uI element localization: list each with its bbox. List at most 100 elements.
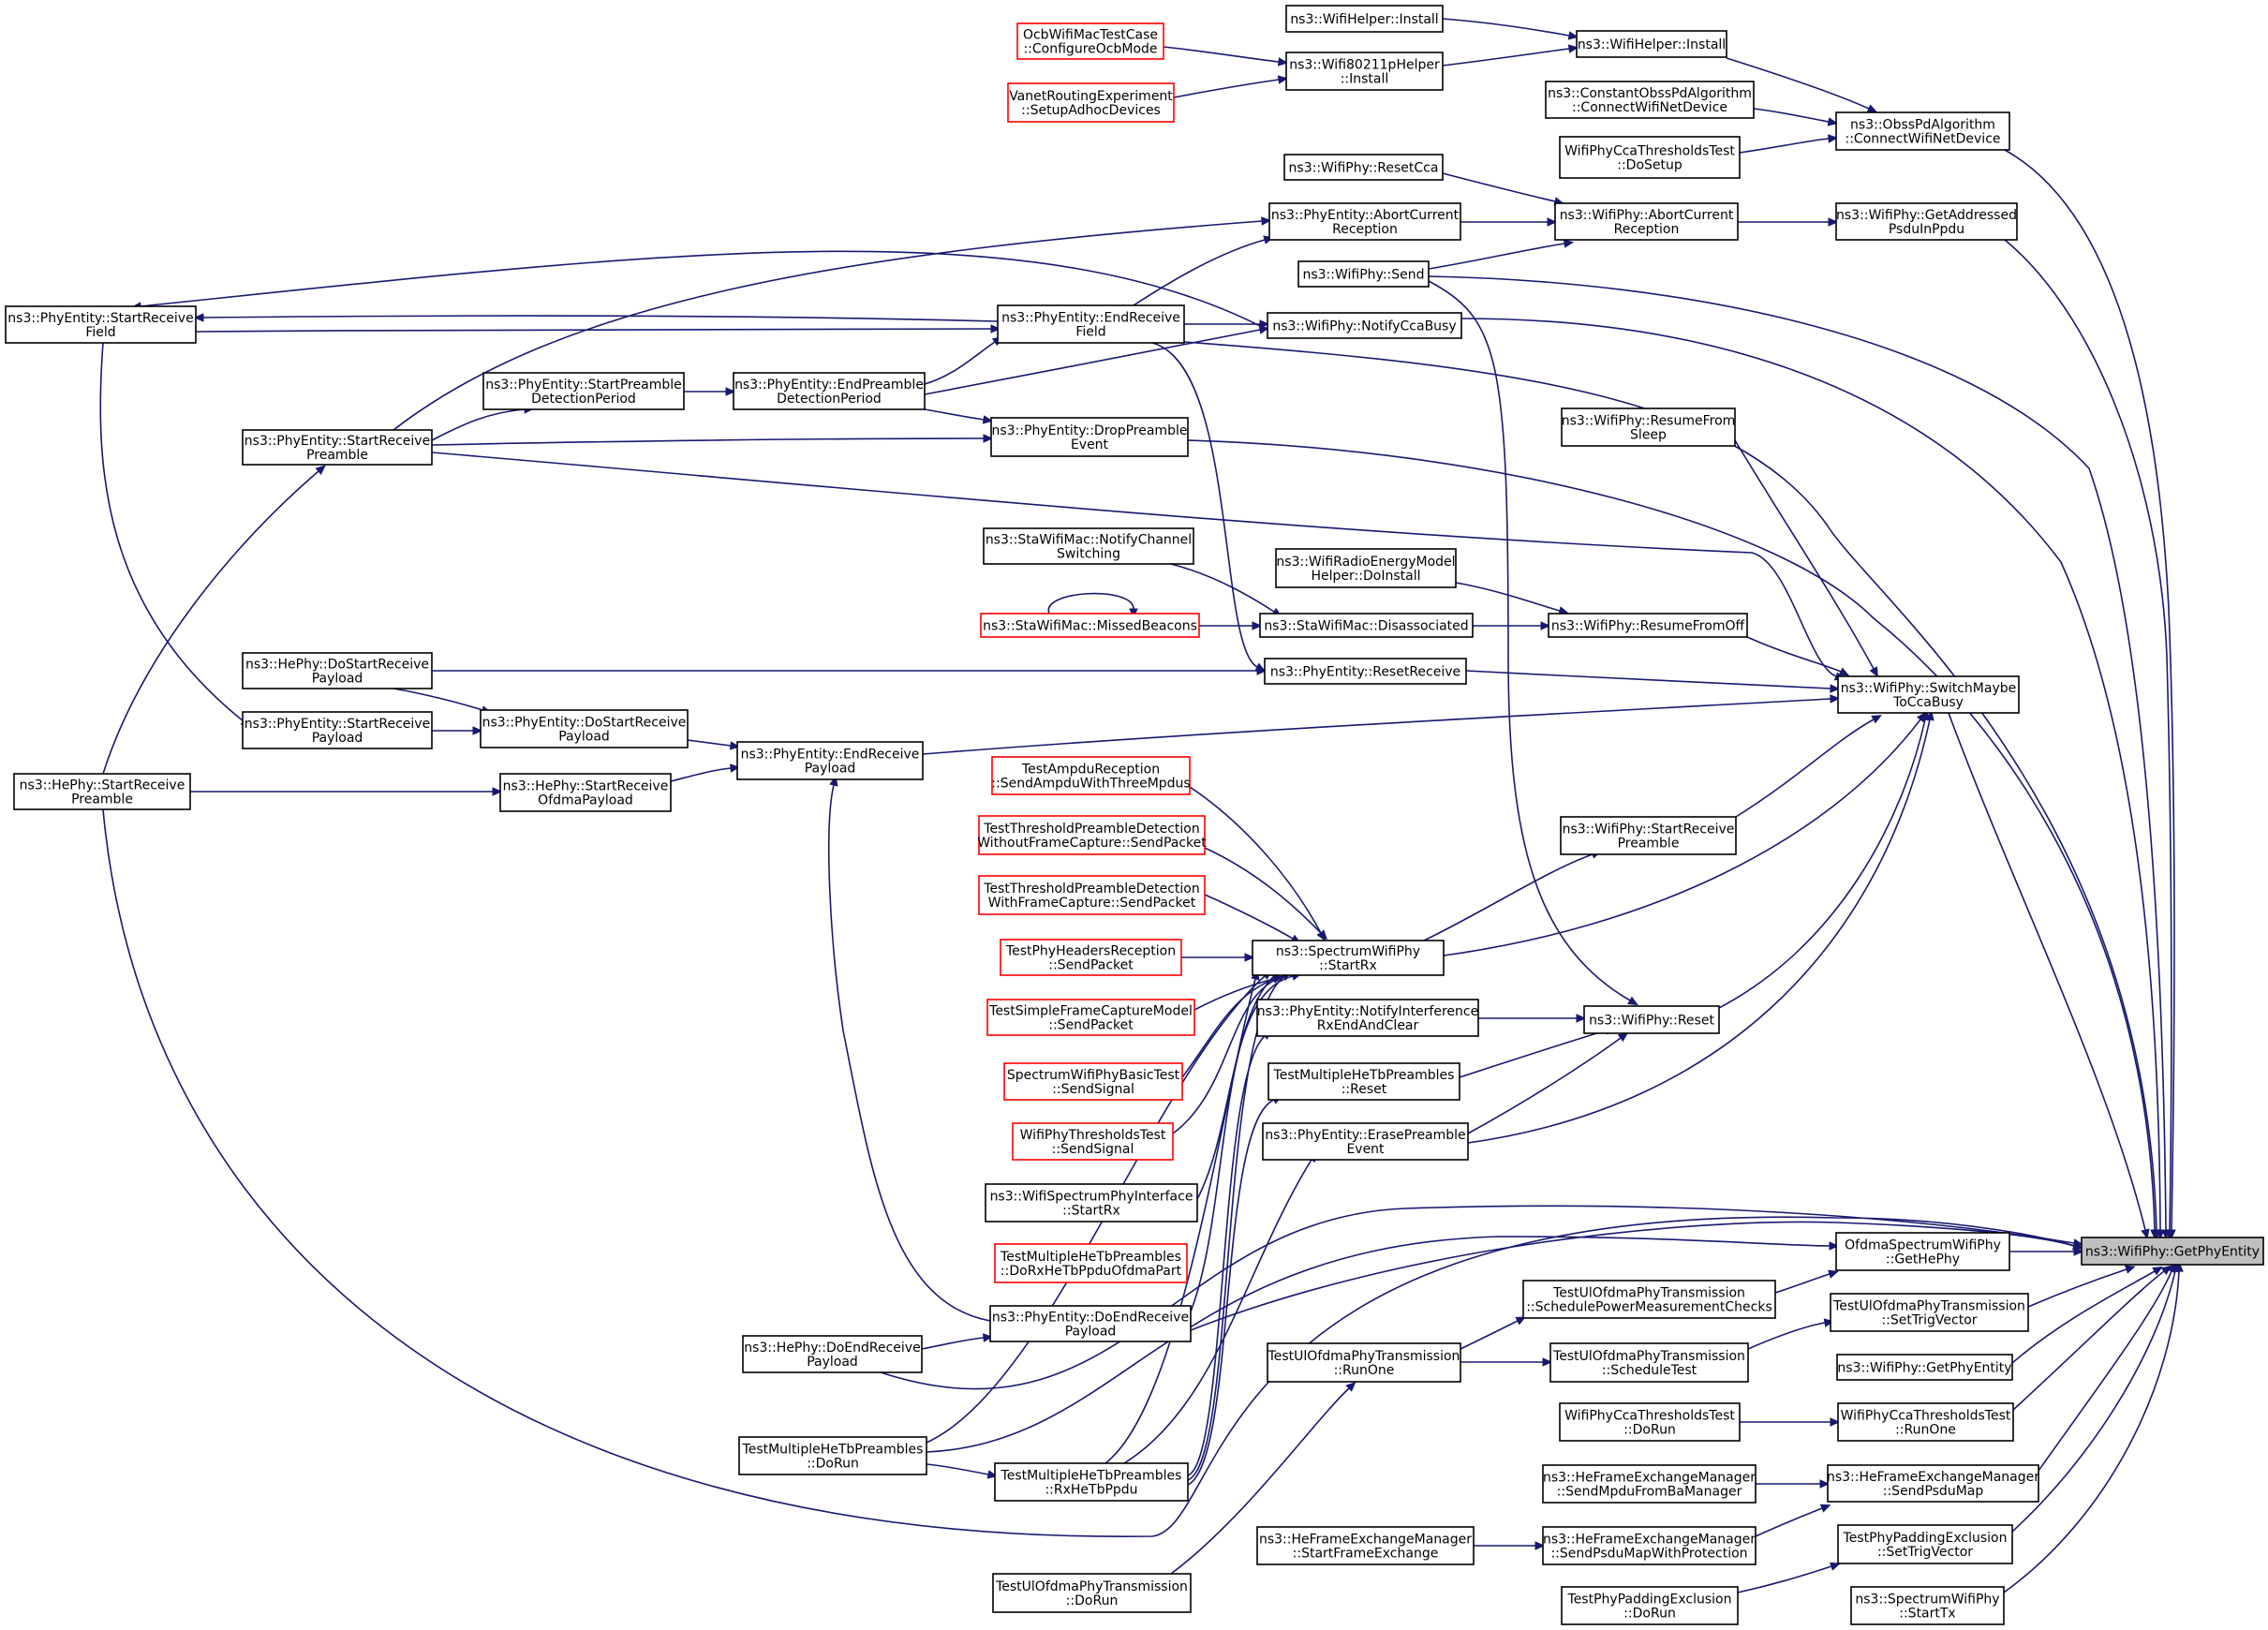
function-node-label: ns3::PhyEntity::DoEndReceive (992, 1311, 1189, 1326)
function-node[interactable]: TestThresholdPreambleDetectionWithFrameC… (978, 875, 1206, 915)
function-node[interactable]: ns3::WifiPhy::NotifyCcaBusy (1267, 312, 1462, 339)
function-node-label: OfdmaSpectrumWifiPhy (1845, 1238, 2001, 1253)
function-node[interactable]: VanetRoutingExperiment::SetupAdhocDevice… (1007, 82, 1175, 123)
function-node[interactable]: ns3::WifiHelper::Install (1576, 30, 1727, 58)
function-node[interactable]: TestThresholdPreambleDetectionWithoutFra… (977, 815, 1207, 855)
call-edge-n4-n3 (1442, 44, 1579, 67)
call-edge-n38-n39 (1181, 953, 1255, 962)
function-node[interactable]: TestMultipleHeTbPreambles::DoRun (738, 1436, 927, 1475)
function-node-label: ns3::StaWifiMac::MissedBeacons (983, 619, 1197, 634)
function-node[interactable]: ns3::PhyEntity::StartPreambleDetectionPe… (482, 372, 685, 410)
function-node-label: ::SendPacket (1048, 1018, 1134, 1033)
function-node-label: ns3::WifiPhy::Reset (1589, 1014, 1714, 1029)
function-node[interactable]: TestUlOfdmaPhyTransmission::SetTrigVecto… (1830, 1293, 2029, 1332)
function-node[interactable]: TestUlOfdmaPhyTransmission::RunOne (1267, 1342, 1461, 1383)
function-node[interactable]: WifiPhyCcaThresholdsTest::DoSetup (1559, 136, 1741, 179)
function-node[interactable]: TestPhyHeadersReception::SendPacket (1000, 939, 1182, 976)
function-node[interactable]: TestUlOfdmaPhyTransmission::ScheduleTest (1549, 1342, 1749, 1383)
function-node[interactable]: TestPhyPaddingExclusion::SetTrigVector (1837, 1524, 2013, 1564)
function-node[interactable]: ns3::WifiPhy::Reset (1583, 1005, 1720, 1034)
call-edge-n46-n39 (1172, 970, 1303, 1134)
focus-function-node[interactable]: ns3::WifiPhy::GetPhyEntity (2081, 1237, 2264, 1266)
function-node[interactable]: ns3::WifiPhy::ResumeFromOff (1548, 613, 1748, 638)
function-node[interactable]: TestMultipleHeTbPreambles::Reset (1267, 1062, 1460, 1101)
function-node[interactable]: ns3::SpectrumWifiPhy::StartTx (1850, 1586, 2005, 1625)
function-node[interactable]: ns3::WifiRadioEnergyModelHelper::DoInsta… (1275, 548, 1457, 588)
function-node[interactable]: ns3::Wifi80211pHelper::Install (1285, 52, 1444, 91)
call-edge-n51-n50 (1774, 1269, 1839, 1294)
function-node-label: TestMultipleHeTbPreambles (1000, 1250, 1181, 1265)
function-node-label: ns3::WifiHelper::Install (1578, 37, 1726, 52)
call-edge-n39-n40 (1423, 850, 1602, 941)
function-node[interactable]: ns3::PhyEntity::NotifyInterferenceRxEndA… (1256, 999, 1479, 1037)
function-node-label: ::DoRun (1623, 1607, 1676, 1622)
function-node[interactable]: ns3::HeFrameExchangeManager::SendPsduMap… (1542, 1526, 1757, 1565)
function-node[interactable]: OcbWifiMacTestCase::ConfigureOcbMode (1016, 22, 1164, 60)
call-edge-n9-n0 (2004, 239, 2174, 1240)
function-node-label: ns3::WifiPhy::Send (1302, 268, 1424, 283)
function-node-label: ns3::HePhy::DoEndReceive (744, 1341, 920, 1356)
function-node[interactable]: TestMultipleHeTbPreambles::DoRxHeTbPpduO… (994, 1243, 1188, 1283)
function-node[interactable]: WifiPhyCcaThresholdsTest::RunOne (1837, 1402, 2014, 1442)
function-node[interactable]: WifiPhyThresholdsTest::SendSignal (1012, 1122, 1174, 1161)
call-edge-n22-n25 (1170, 563, 1282, 617)
function-node[interactable]: ns3::HeFrameExchangeManager::StartFrameE… (1256, 1526, 1475, 1565)
function-node[interactable]: ns3::StaWifiMac::MissedBeacons (980, 613, 1200, 638)
call-edge-n27-n28 (432, 666, 1267, 675)
function-node[interactable]: ns3::PhyEntity::EndPreambleDetectionPeri… (733, 372, 926, 410)
function-node[interactable]: TestUlOfdmaPhyTransmission::DoRun (992, 1573, 1192, 1613)
call-edge-n36-n39 (1204, 847, 1328, 941)
function-node[interactable]: ns3::WifiSpectrumPhyInterface::StartRx (985, 1183, 1198, 1222)
function-node[interactable]: ns3::WifiPhy::GetPhyEntity (1836, 1354, 2013, 1381)
function-node[interactable]: TestMultipleHeTbPreambles::RxHeTbPpdu (994, 1462, 1189, 1502)
function-node[interactable]: OfdmaSpectrumWifiPhy::GetHePhy (1835, 1232, 2010, 1271)
function-node[interactable]: ns3::HeFrameExchangeManager::SendMpduFro… (1542, 1464, 1757, 1504)
function-node-label: Payload (1065, 1325, 1117, 1340)
function-node[interactable]: TestUlOfdmaPhyTransmission::SchedulePowe… (1522, 1280, 1776, 1319)
function-node-label: ns3::WifiPhy::ResetCca (1289, 161, 1439, 176)
call-edge-n28-n29 (1465, 670, 1841, 693)
function-node[interactable]: ns3::PhyEntity::ResetReceive (1264, 658, 1467, 685)
function-node-label: ns3::PhyEntity::AbortCurrent (1271, 208, 1460, 223)
function-node[interactable]: WifiPhyCcaThresholdsTest::DoRun (1559, 1402, 1741, 1442)
function-node[interactable]: TestPhyPaddingExclusion::DoRun (1561, 1586, 1739, 1625)
function-node[interactable]: ns3::ObssPdAlgorithm::ConnectWifiNetDevi… (1835, 111, 2010, 151)
function-node[interactable]: TestSimpleFrameCaptureModel::SendPacket (986, 999, 1195, 1036)
function-node[interactable]: ns3::WifiHelper::Install (1285, 5, 1444, 33)
function-node[interactable]: TestAmpduReception::SendAmpduWithThreeMp… (991, 756, 1191, 795)
function-node-label: Preamble (71, 793, 133, 808)
function-node-label: ns3::HeFrameExchangeManager (1827, 1470, 2039, 1485)
function-node[interactable]: ns3::SpectrumWifiPhy::StartRx (1252, 940, 1445, 976)
function-node[interactable]: ns3::ConstantObssPdAlgorithm::ConnectWif… (1545, 81, 1755, 119)
function-node[interactable]: ns3::WifiPhy::ResetCca (1283, 154, 1444, 181)
function-node[interactable]: ns3::WifiPhy::Send (1297, 260, 1430, 288)
function-node-label: ::SetTrigVector (1877, 1545, 1973, 1560)
call-edge-n37-n39 (1204, 894, 1301, 944)
function-node[interactable]: ns3::StaWifiMac::Disassociated (1259, 613, 1474, 638)
function-node-label: ns3::ConstantObssPdAlgorithm (1548, 86, 1752, 101)
function-node-label: Field (85, 325, 115, 340)
function-node[interactable]: ns3::HeFrameExchangeManager::SendPsduMap (1827, 1464, 2039, 1503)
call-edge-n32-n29 (922, 694, 1841, 755)
function-node[interactable]: SpectrumWifiPhyBasicTest::SendSignal (1003, 1062, 1183, 1101)
